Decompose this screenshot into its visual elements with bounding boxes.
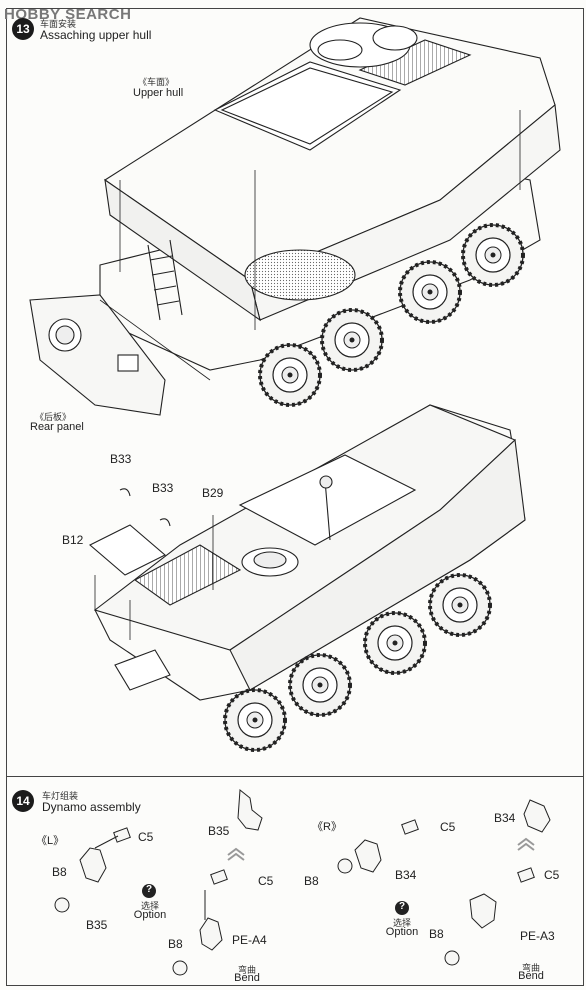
- part-c5-right: C5: [440, 820, 456, 834]
- upper-hull-label-en: Upper hull: [133, 87, 184, 99]
- assembled-vehicle-drawing: [89, 404, 526, 701]
- bend-label-left-en: Bend: [234, 972, 260, 984]
- step-13-title-cn: 车面安装: [40, 19, 77, 29]
- step-14-number: 14: [12, 790, 34, 812]
- part-c5-right-option: C5: [544, 868, 560, 882]
- page-frame: [6, 8, 584, 986]
- bend-label-right-en: Bend: [518, 970, 544, 982]
- part-b33-b: B33: [152, 481, 174, 495]
- step-13-number: 13: [12, 18, 34, 40]
- step-13-title-en: Assaching upper hull: [40, 28, 152, 42]
- right-side-tag: 《R》: [312, 821, 342, 833]
- part-pe-a3: PE-A3: [520, 929, 555, 943]
- part-b8-left: B8: [52, 865, 67, 879]
- part-b34-top: B34: [494, 811, 516, 825]
- rear-panel-label-cn: 《后板》: [35, 412, 72, 422]
- direction-arrows: [227, 837, 535, 861]
- option-label-left-cn: 选择: [140, 901, 159, 911]
- part-b35-left: B35: [86, 918, 108, 932]
- step-14-title-en: Dynamo assembly: [42, 800, 141, 814]
- rear-panel-label-en: Rear panel: [30, 421, 84, 433]
- upper-hull-label-cn: 《车面》: [138, 77, 175, 87]
- option-icons: [142, 884, 409, 915]
- option-icon-left: ?: [145, 884, 153, 895]
- bend-label-right-cn: 弯曲: [521, 963, 540, 973]
- step-divider: [6, 776, 584, 777]
- option-label-right-en: Option: [385, 926, 419, 938]
- upper-hull-drawing: [29, 17, 561, 416]
- dynamo-parts-drawing: [54, 789, 551, 976]
- part-b35-top: B35: [208, 824, 230, 838]
- part-pe-a4: PE-A4: [232, 933, 267, 947]
- left-side-tag: 《L》: [36, 835, 65, 847]
- option-icon-right: ?: [398, 901, 406, 912]
- hobby-search-logo: HOBBY SEARCH: [4, 6, 131, 23]
- step-14-title-cn: 车灯组装: [42, 791, 79, 801]
- part-b8-right-option: B8: [429, 927, 444, 941]
- part-b33-a: B33: [110, 452, 132, 466]
- bend-label-left-cn: 弯曲: [237, 965, 256, 975]
- part-b8-right: B8: [304, 874, 319, 888]
- part-b34-right: B34: [395, 868, 417, 882]
- part-c5-left-option: C5: [258, 874, 274, 888]
- part-b29: B29: [202, 486, 224, 500]
- part-b8-left-option: B8: [168, 937, 183, 951]
- part-b12: B12: [62, 533, 84, 547]
- option-label-right-cn: 选择: [392, 918, 411, 928]
- part-c5-left: C5: [138, 830, 154, 844]
- logo-text: HOBBY SEARCH: [4, 6, 132, 23]
- option-label-left-en: Option: [133, 909, 167, 921]
